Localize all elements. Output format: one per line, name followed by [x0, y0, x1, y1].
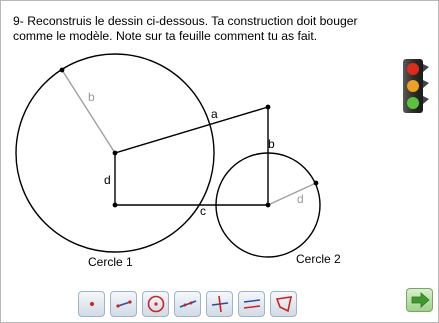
arrow-right-icon [411, 292, 430, 308]
traffic-light-button[interactable] [397, 58, 431, 121]
point[interactable] [112, 202, 118, 208]
tool-point-button[interactable] [78, 291, 105, 317]
label-radius-2: d [297, 192, 304, 206]
tool-parallel-button[interactable] [238, 291, 265, 317]
tool-segment-button[interactable] [110, 291, 137, 317]
point[interactable] [313, 180, 319, 186]
circle-1[interactable] [15, 53, 215, 253]
tool-polygon-button[interactable] [270, 291, 297, 317]
label-side-a: a [211, 107, 218, 121]
traffic-light-icon [403, 59, 429, 113]
perpendicular-icon [211, 295, 228, 313]
tool-perpendicular-button[interactable] [206, 291, 233, 317]
segment-icon [115, 300, 132, 308]
circle-icon [147, 295, 164, 313]
line-icon [179, 300, 196, 308]
point[interactable] [112, 150, 118, 156]
radius-2[interactable] [267, 182, 317, 206]
point[interactable] [265, 202, 271, 208]
tool-line-button[interactable] [174, 291, 201, 317]
label-side-b: b [268, 137, 275, 151]
construction-toolbar [78, 291, 297, 318]
point[interactable] [59, 67, 65, 73]
radius-1[interactable] [61, 69, 116, 154]
label-circle-1: Cercle 1 [88, 255, 133, 269]
parallel-icon [243, 299, 260, 309]
side-a[interactable] [114, 106, 269, 154]
instructions-text: 9- Reconstruis le dessin ci-dessous. Ta … [13, 14, 358, 43]
label-side-d: d [104, 173, 111, 187]
label-side-c: c [200, 204, 206, 218]
point-icon [89, 302, 94, 306]
label-radius-1: b [88, 90, 95, 104]
point[interactable] [265, 104, 271, 110]
next-button[interactable] [406, 288, 433, 312]
label-circle-2: Cercle 2 [296, 252, 341, 266]
polygon-icon [275, 296, 292, 313]
tool-circle-button[interactable] [142, 291, 169, 317]
